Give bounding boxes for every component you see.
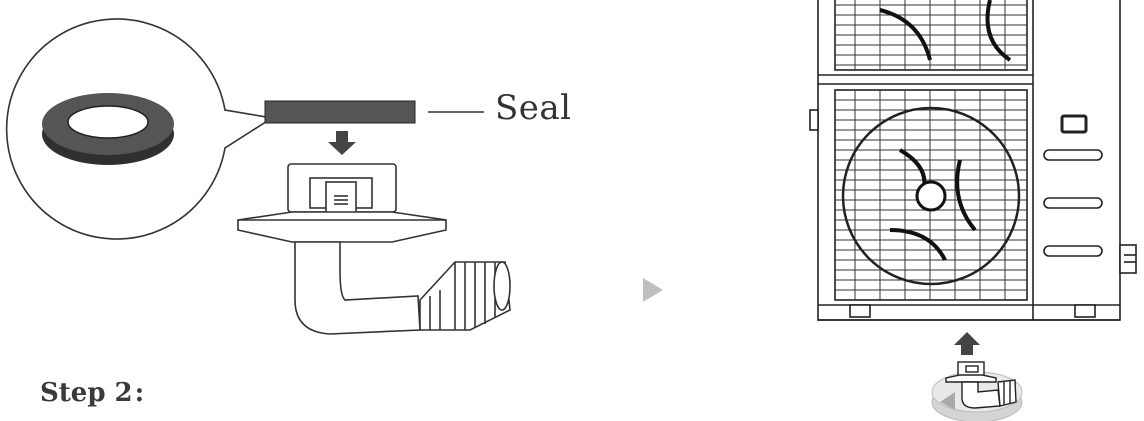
seal-label: Seal xyxy=(495,88,572,128)
arrow-up-icon xyxy=(954,332,980,355)
step-colon: : xyxy=(134,378,145,408)
step-number: Step 2 xyxy=(40,378,133,408)
drain-joint-small-icon xyxy=(945,361,1017,409)
arrow-down-icon xyxy=(328,131,356,155)
seal-gasket-icon xyxy=(264,100,416,124)
play-triangle-icon xyxy=(643,278,663,302)
step-heading: Step 2: xyxy=(40,378,144,408)
seal-ring-closeup-icon xyxy=(5,18,275,240)
drain-joint-elbow-icon xyxy=(237,163,511,335)
outdoor-unit-icon xyxy=(809,0,1137,321)
